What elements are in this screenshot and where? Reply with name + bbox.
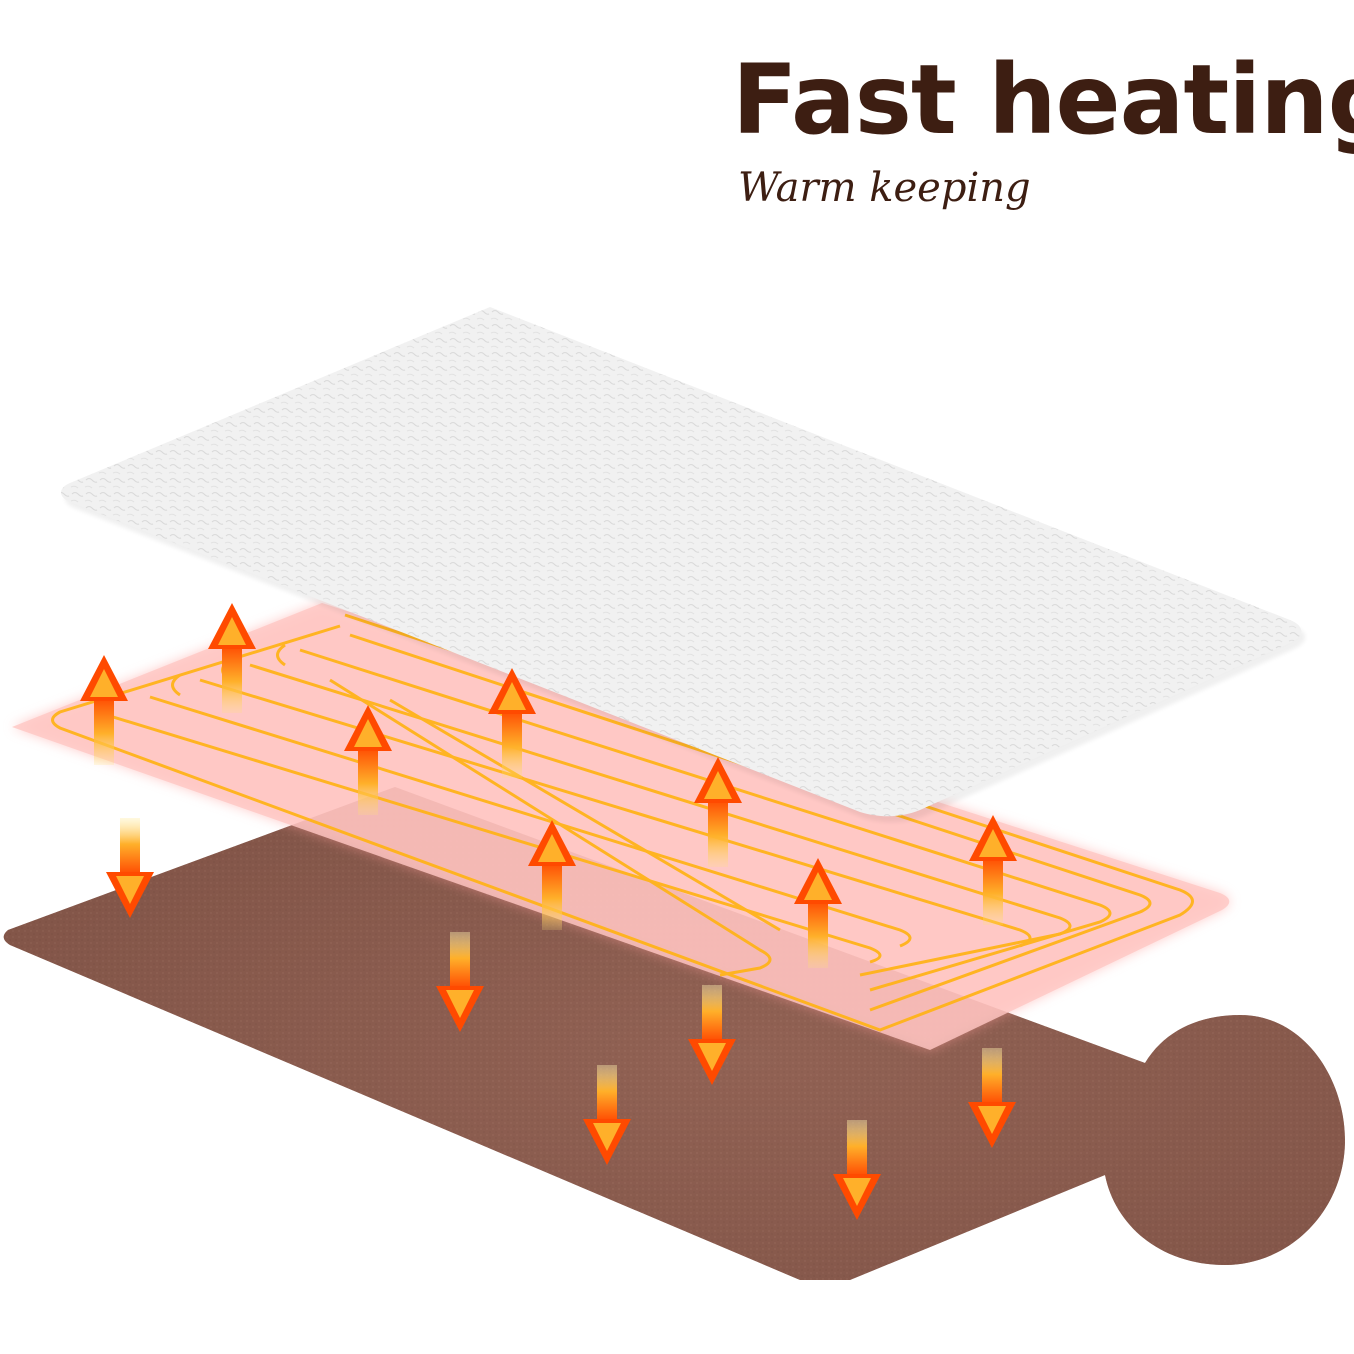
heating-element-layer: [12, 603, 1230, 1050]
up-arrow-icon: [80, 655, 128, 765]
up-arrow-icon: [344, 705, 392, 815]
down-arrow-icon: [833, 1120, 881, 1220]
fleece-top-layer: [61, 307, 1306, 823]
heat-down-arrows: [106, 818, 1016, 1220]
up-arrow-icon: [969, 815, 1017, 925]
down-arrow-icon: [106, 818, 154, 918]
base-layer: [3, 787, 1345, 1280]
page-title: Fast heating: [732, 44, 1354, 156]
down-arrow-icon: [968, 1048, 1016, 1148]
heat-up-arrows: [80, 603, 1017, 968]
up-arrow-icon: [694, 757, 742, 867]
up-arrow-icon: [488, 668, 536, 778]
up-arrow-icon: [208, 603, 256, 713]
down-arrow-icon: [688, 985, 736, 1085]
down-arrow-icon: [436, 932, 484, 1032]
page-subtitle: Warm keeping: [738, 165, 1031, 211]
down-arrow-icon: [583, 1065, 631, 1165]
up-arrow-icon: [794, 858, 842, 968]
up-arrow-icon: [528, 820, 576, 930]
